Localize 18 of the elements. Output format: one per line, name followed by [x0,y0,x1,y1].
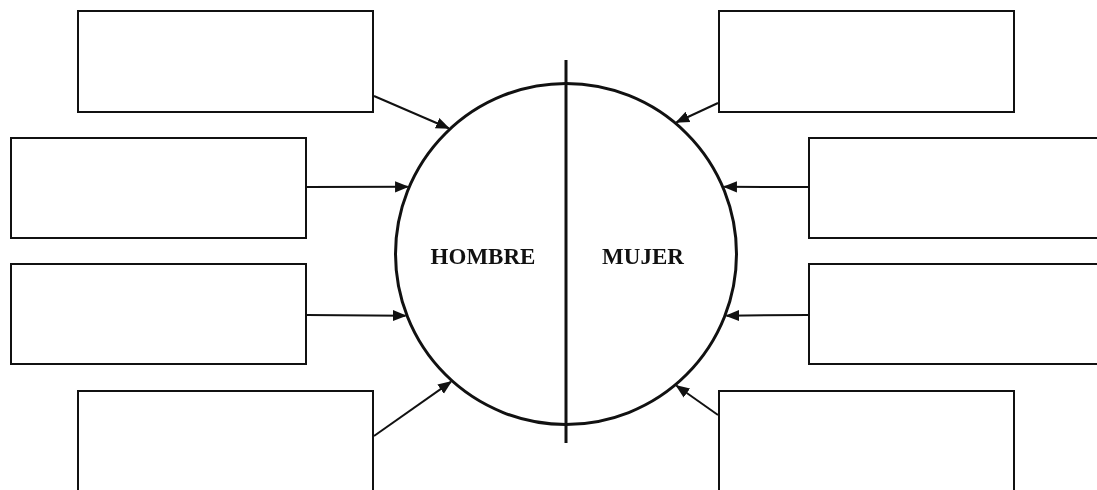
empty-answer-box [718,390,1015,490]
empty-answer-box [808,263,1097,365]
empty-answer-box [77,10,374,113]
arrow [675,102,719,124]
circle-label: HOMBRE [430,244,536,270]
empty-answer-box [10,137,307,239]
arrow [306,181,410,193]
arrow [306,309,407,322]
empty-answer-box [718,10,1015,113]
arrow [373,95,450,130]
empty-answer-box [77,390,374,490]
empty-answer-box [10,263,307,365]
arrow [675,384,719,416]
arrow [722,181,809,193]
arrow [725,309,809,322]
circle-label: MUJER [602,244,684,270]
arrow [373,380,453,437]
empty-answer-box [808,137,1097,239]
